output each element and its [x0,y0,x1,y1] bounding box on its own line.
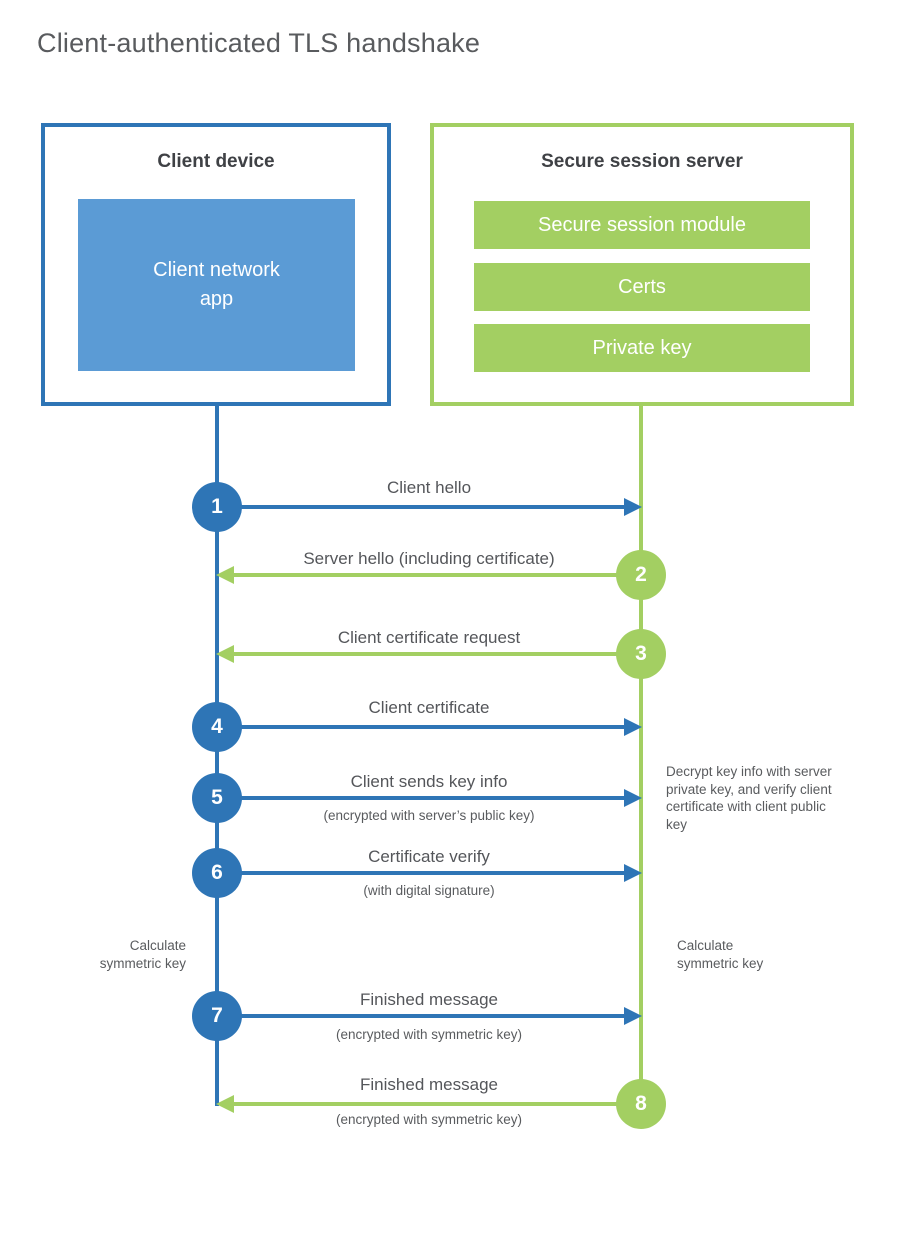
step-6-badge: 6 [192,848,242,898]
step-7-badge: 7 [192,991,242,1041]
step-8-label: Finished message [360,1075,498,1094]
step-6-label: Certificate verify [368,847,490,866]
step-5-badge: 5 [192,773,242,823]
step-8-arrowhead-icon [216,1095,234,1113]
step-7-label: Finished message [360,990,498,1009]
server-title: Secure session server [541,151,743,172]
client-device-title: Client device [157,151,275,172]
step-5-label: Client sends key info [350,772,508,791]
client-network-app-box: Client network app [78,199,355,371]
step-5-arrowhead-icon [624,789,642,807]
step-1-arrow-line [217,505,624,509]
step-5-arrow-line [217,796,624,800]
step-7-sublabel: (encrypted with symmetric key) [335,1027,523,1042]
server-lifeline [639,406,643,1106]
note-calculate-symmetric-key-client: Calculate symmetric key [99,938,186,971]
step-3-arrowhead-icon [216,645,234,663]
step-1-arrowhead-icon [624,498,642,516]
server-module-secure-session: Secure session module [474,201,810,249]
step-5-sublabel: (encrypted with server’s public key) [323,808,535,823]
step-3-arrow-line [234,652,641,656]
step-2-arrow-line [234,573,641,577]
step-1-badge: 1 [192,482,242,532]
page-title: Client-authenticated TLS handshake [37,28,481,58]
server-module-certs: Certs [474,263,810,311]
step-2-badge: 2 [616,550,666,600]
step-3-label: Client certificate request [337,628,521,647]
step-8-sublabel: (encrypted with symmetric key) [335,1112,523,1127]
step-7-arrowhead-icon [624,1007,642,1025]
note-decrypt-key-info: Decrypt key info with server private key… [666,764,832,832]
step-4-arrowhead-icon [624,718,642,736]
step-8-arrow-line [234,1102,641,1106]
step-4-badge: 4 [192,702,242,752]
step-6-sublabel: (with digital signature) [363,883,495,898]
step-3-badge: 3 [616,629,666,679]
note-calculate-symmetric-key-server: Calculate symmetric key [677,938,764,971]
step-2-arrowhead-icon [216,566,234,584]
step-8-badge: 8 [616,1079,666,1129]
step-2-label: Server hello (including certificate) [303,549,555,568]
client-lifeline [215,406,219,1106]
server-module-private-key: Private key [474,324,810,372]
step-6-arrowhead-icon [624,864,642,882]
step-4-label: Client certificate [368,698,490,717]
step-4-arrow-line [217,725,624,729]
step-7-arrow-line [217,1014,624,1018]
step-1-label: Client hello [386,478,472,497]
step-6-arrow-line [217,871,624,875]
